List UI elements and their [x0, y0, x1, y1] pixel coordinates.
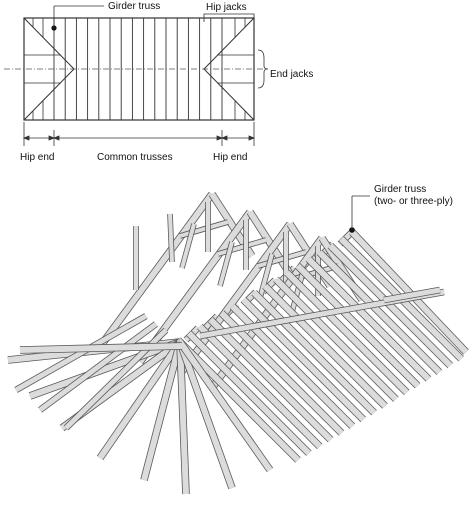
- hip-jack-rafter: [176, 340, 236, 490]
- common-rafter: [197, 323, 323, 450]
- plan-view: Girder truss Hip jacks End jacks Hip end…: [4, 1, 313, 163]
- common-rafter-face: [306, 256, 431, 382]
- common-trusses-label: Common trusses: [97, 152, 173, 163]
- common-rafter-face: [219, 310, 344, 436]
- hip-jack-rafter-face: [97, 340, 183, 460]
- common-rafter-face: [197, 324, 322, 449]
- girder-web-face: [179, 220, 229, 238]
- girder-web-face: [258, 253, 274, 299]
- girder-vertical-face: [168, 213, 174, 263]
- hip-end-left-label: Hip end: [20, 152, 54, 163]
- common-rafter: [305, 256, 432, 382]
- hip-jack-rafter-face: [177, 340, 235, 490]
- hip-jack-rafter: [140, 341, 184, 481]
- hip-jack-rafter-face: [141, 341, 183, 481]
- girder-top-chord-left-face: [177, 222, 293, 376]
- common-rafter-face: [284, 270, 409, 395]
- girder-web: [257, 253, 275, 299]
- common-rafter-face: [349, 229, 469, 355]
- wall-plate-left: [19, 342, 183, 354]
- common-rafter-face: [317, 250, 442, 375]
- girder-web: [179, 223, 197, 269]
- common-rafter-face: [252, 290, 377, 415]
- girder-web: [257, 249, 307, 269]
- hip-jack-rafter: [176, 339, 274, 473]
- hip-jack-rafter-face: [177, 341, 189, 495]
- hip-side-rafter: [14, 313, 148, 393]
- girder-web: [289, 263, 339, 283]
- girder-web-face: [180, 223, 196, 269]
- common-rafter-face: [273, 277, 398, 402]
- plan-dimension-line: [22, 122, 256, 146]
- girder-top-chord-left: [98, 191, 216, 347]
- common-trusses-plan: [53, 18, 223, 120]
- common-rafter: [316, 249, 443, 375]
- girder-top-chord-left-face: [99, 192, 215, 346]
- common-rafter: [218, 310, 345, 436]
- hip-side-rafter-face: [38, 321, 158, 413]
- common-rafter: [294, 263, 421, 389]
- hip-jacks-plan: [24, 18, 254, 120]
- girder-vertical: [167, 213, 175, 263]
- girder-perspective-label-1: Girder truss: [374, 184, 426, 195]
- common-rafter: [262, 283, 388, 409]
- girder-top-chord-left-face: [209, 236, 325, 390]
- girder-web-face: [289, 264, 339, 282]
- hip-jack-rafter: [28, 338, 182, 400]
- girder-top-chord-left: [208, 235, 326, 391]
- hip-jack-rafter: [96, 339, 184, 461]
- girder-web-face: [217, 238, 267, 256]
- hip-side-rafter-face: [14, 313, 148, 393]
- common-rafter: [186, 330, 312, 456]
- hip-jacks-label: Hip jacks: [206, 2, 247, 13]
- wall-plate-back-end-face: [383, 287, 441, 303]
- common-rafter-face: [295, 263, 420, 388]
- hip-jack-rafter-face: [177, 340, 273, 472]
- hip-jack-rafter: [176, 341, 190, 495]
- perspective-view: Girder truss (two- or three-ply): [7, 184, 469, 495]
- girder-truss-label: Girder truss: [108, 1, 160, 12]
- common-rafter: [251, 290, 377, 416]
- common-rafter-face: [208, 317, 333, 442]
- hip-jack-rafter-face: [28, 339, 182, 399]
- girder-web: [217, 237, 267, 257]
- common-rafter-face: [328, 243, 453, 368]
- common-rafter-face: [175, 337, 301, 463]
- front-slope-rafters: [175, 229, 469, 463]
- hip-side-rafter: [38, 321, 158, 413]
- hip-end-right-label: Hip end: [213, 152, 247, 163]
- common-rafter: [349, 229, 469, 355]
- end-jacks-label: End jacks: [270, 69, 313, 80]
- common-rafter-face: [262, 283, 388, 409]
- common-rafter-face: [186, 331, 311, 456]
- girder-top-chord-left: [176, 221, 294, 377]
- common-rafter: [240, 296, 366, 423]
- wall-plates: [19, 286, 445, 354]
- hip-jacks-bracket: [203, 13, 255, 22]
- common-rafter-face: [241, 297, 366, 422]
- wall-plate-left-face: [19, 343, 183, 353]
- common-rafter: [327, 242, 453, 369]
- girder-perspective-label-2: (two- or three-ply): [374, 196, 453, 207]
- wall-plate-back-end: [383, 286, 441, 304]
- girder-web: [217, 241, 235, 287]
- common-rafter: [207, 317, 334, 443]
- girder-web-face: [218, 241, 234, 287]
- common-rafter: [284, 269, 410, 396]
- end-jacks-brace: [257, 49, 269, 89]
- common-rafter: [175, 337, 301, 463]
- common-rafter: [273, 276, 399, 402]
- girder-web-face: [257, 250, 307, 268]
- girder-web: [179, 219, 229, 239]
